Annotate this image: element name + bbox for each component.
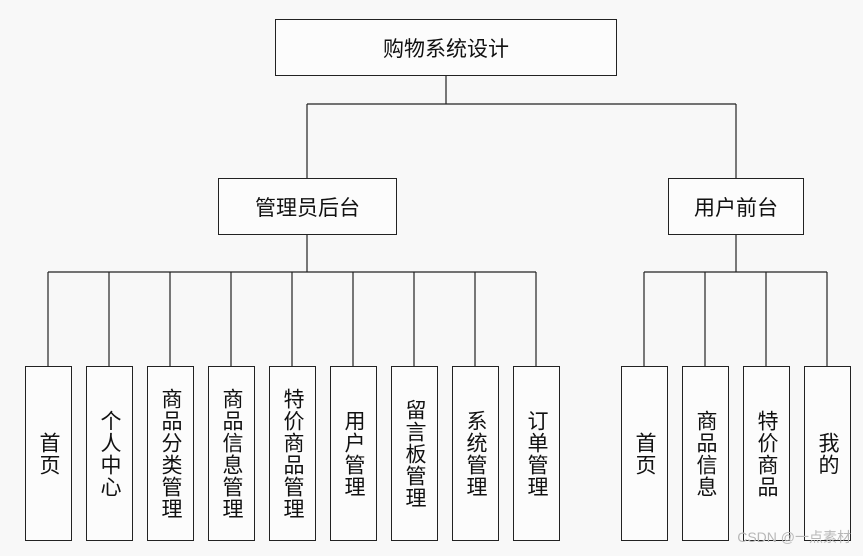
leaf-user-product-info: 商品信息	[682, 366, 729, 541]
leaf-admin-home: 首页	[25, 366, 72, 541]
leaf-admin-system-mgmt: 系统管理	[452, 366, 499, 541]
leaf-admin-personal-center: 个人中心	[86, 366, 133, 541]
leaf-admin-order-mgmt: 订单管理	[513, 366, 560, 541]
leaf-admin-category-mgmt: 商品分类管理	[147, 366, 194, 541]
root-node: 购物系统设计	[275, 19, 617, 76]
watermark: CSDN @一点素材	[737, 529, 851, 545]
leaf-user-mine: 我的	[804, 366, 851, 541]
branch-node-admin: 管理员后台	[218, 178, 397, 235]
leaf-admin-message-board-mgmt: 留言板管理	[391, 366, 438, 541]
branch-node-user: 用户前台	[668, 178, 804, 235]
leaf-user-special-price: 特价商品	[743, 366, 790, 541]
leaf-admin-user-mgmt: 用户管理	[330, 366, 377, 541]
leaf-user-home: 首页	[621, 366, 668, 541]
leaf-admin-special-price-mgmt: 特价商品管理	[269, 366, 316, 541]
leaf-admin-product-info-mgmt: 商品信息管理	[208, 366, 255, 541]
